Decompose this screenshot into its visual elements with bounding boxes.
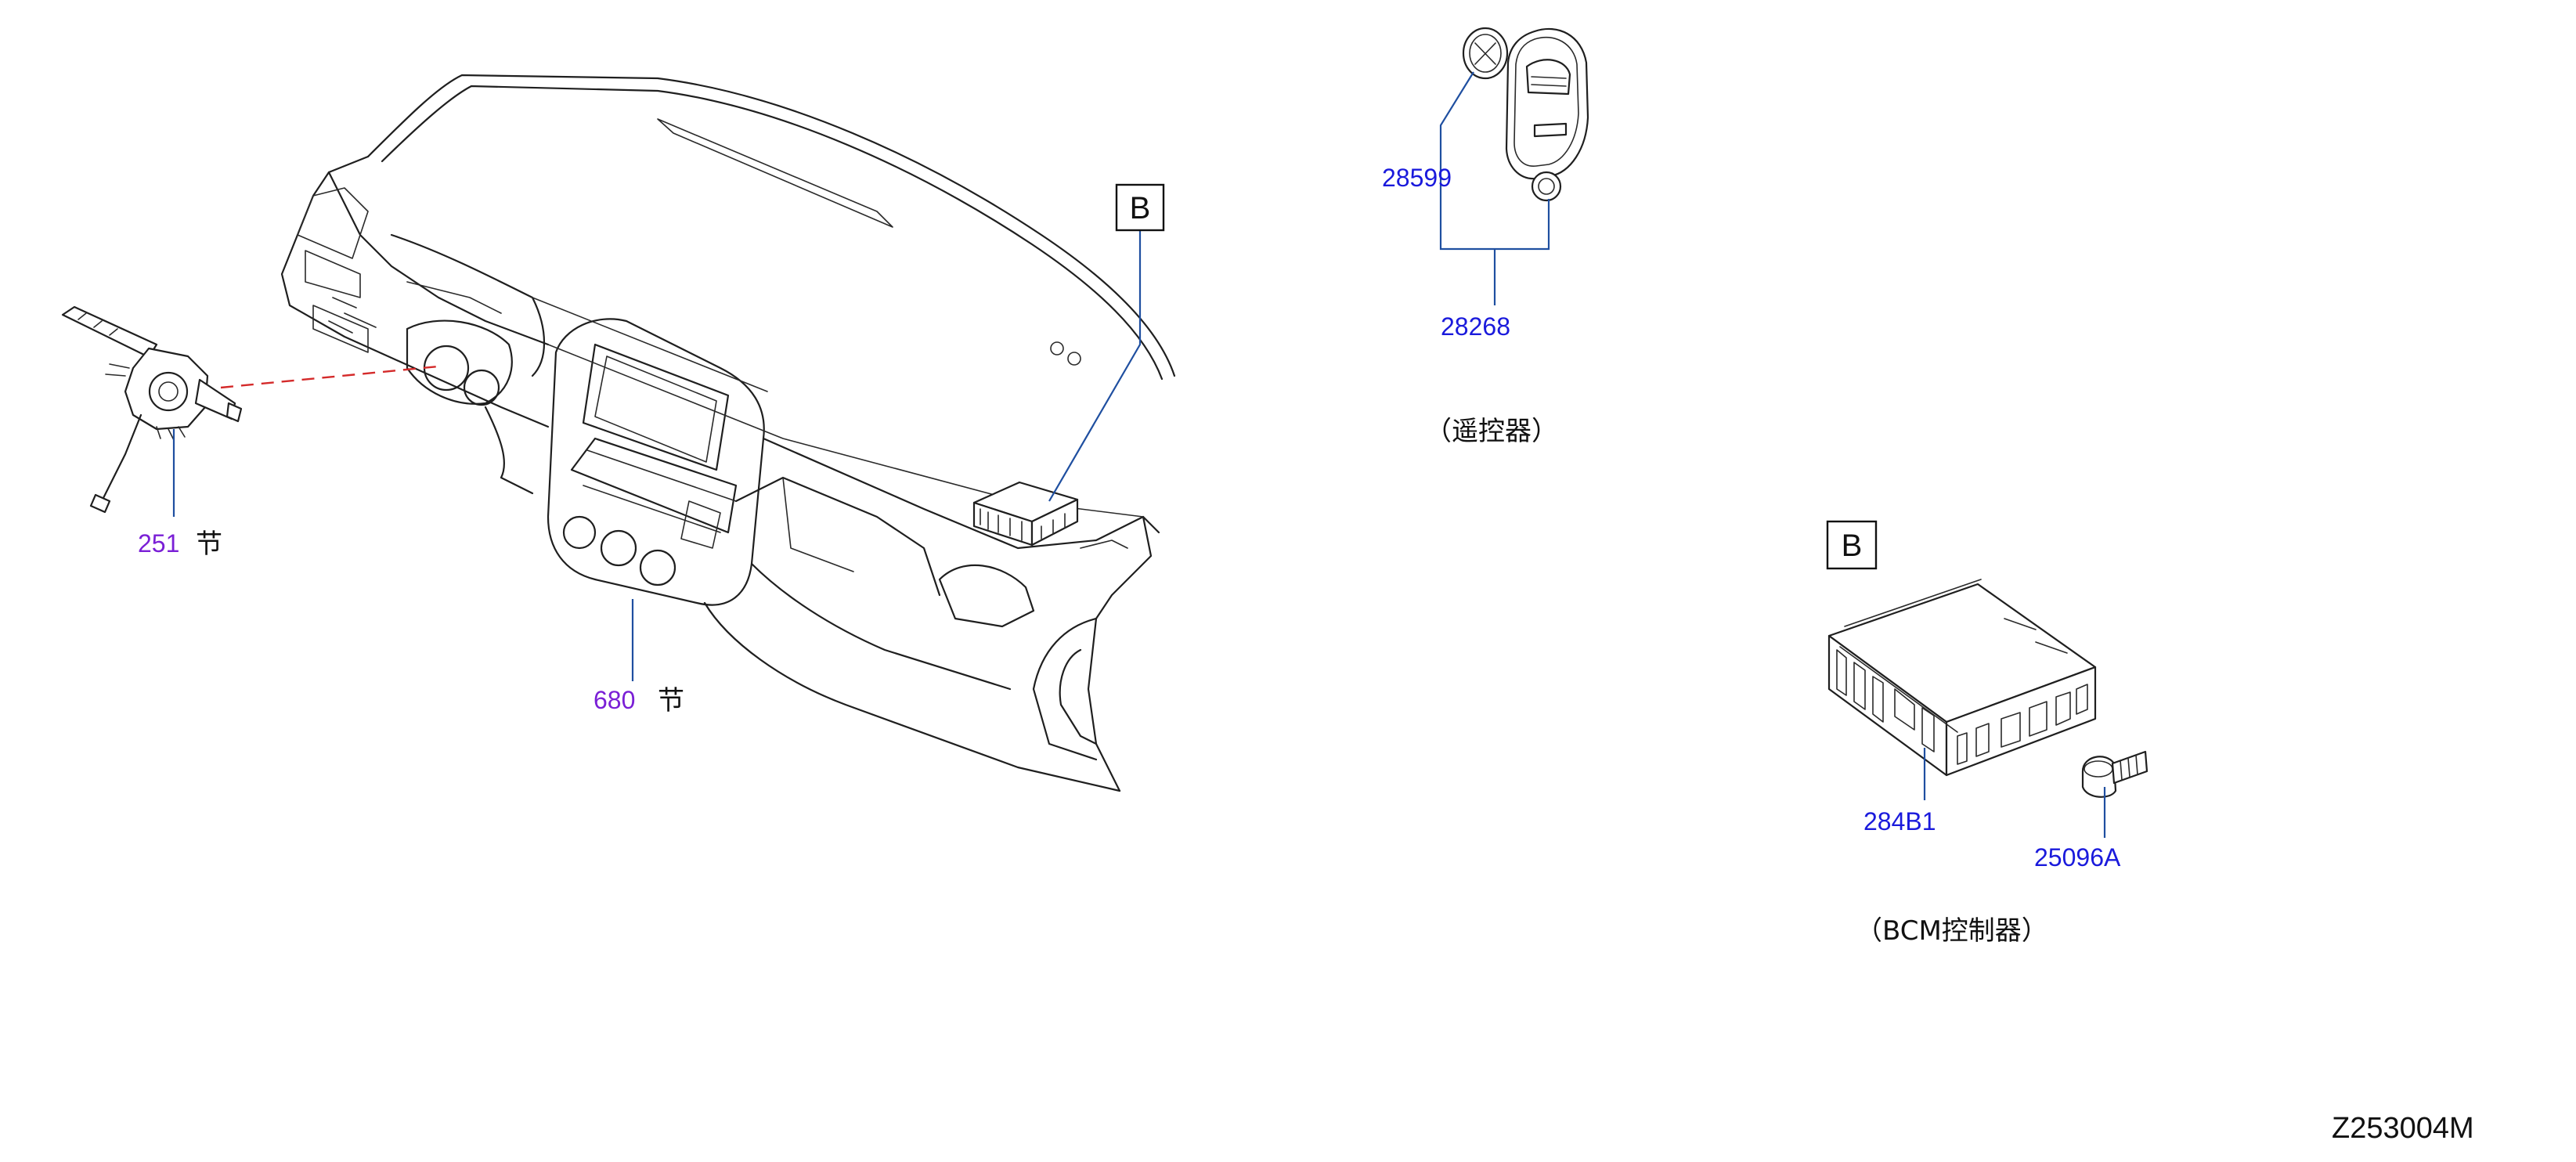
- callout-25096A[interactable]: 25096A: [2034, 843, 2121, 872]
- combination-switch-drawing: [61, 305, 243, 514]
- callout-251[interactable]: 251: [138, 529, 179, 558]
- ref-box-bcm-label: B: [1842, 529, 1863, 563]
- dashboard-drawing: [280, 74, 1176, 792]
- leader-lines: [172, 71, 2106, 838]
- remote-group-label: （遥控器）: [1425, 416, 1558, 447]
- bolt-drawing: [2081, 750, 2148, 798]
- callout-251-suffix: 节: [196, 529, 222, 560]
- bcm-group-label: （BCM控制器）: [1856, 915, 2048, 947]
- callout-28268[interactable]: 28268: [1441, 312, 1510, 341]
- ref-box-dashboard-label: B: [1130, 191, 1151, 226]
- remote-key-drawing: [1462, 27, 1589, 202]
- bcm-module-drawing: [1827, 579, 2097, 777]
- callout-284B1[interactable]: 284B1: [1863, 807, 1936, 835]
- callout-680-suffix: 节: [658, 685, 684, 716]
- callout-680[interactable]: 680: [593, 686, 635, 714]
- ref-box-bcm: B: [1826, 520, 1878, 570]
- diagram-code: Z253004M: [2332, 1112, 2474, 1145]
- callout-28599[interactable]: 28599: [1382, 164, 1452, 192]
- install-dashed-line: [220, 365, 439, 389]
- ref-box-dashboard: B: [1115, 183, 1165, 232]
